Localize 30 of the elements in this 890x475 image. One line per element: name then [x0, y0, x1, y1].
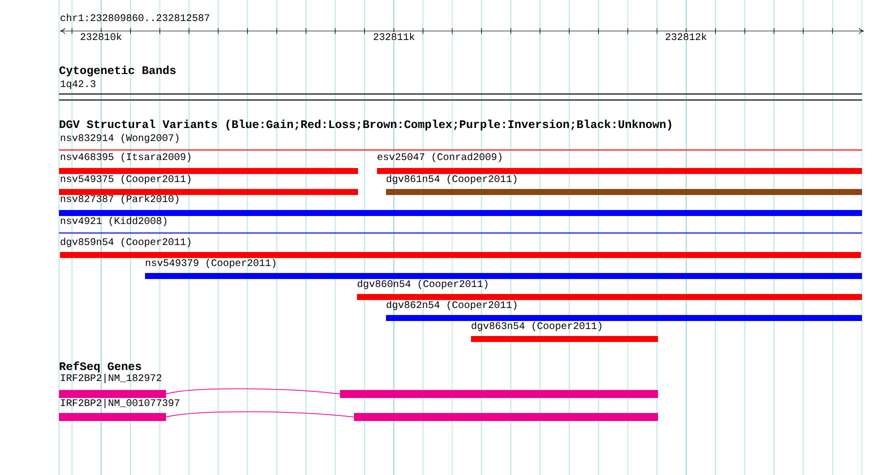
variant-line: nsv4921 (Kidd2008) — [58, 216, 862, 234]
variant-bar: dgv859n54 (Cooper2011) — [60, 238, 861, 258]
node-label: IRF2BP2|NM_001077397 — [60, 398, 180, 408]
node-label: dgv862n54 (Cooper2011) — [386, 300, 516, 310]
variant-bar: dgv861n54 (Cooper2011) — [386, 174, 862, 195]
track-heading: RefSeq Genes — [60, 362, 142, 372]
variant-bar: dgv860n54 (Cooper2011) — [357, 280, 862, 300]
coordinate-text: chr1:232809860..232812587 — [60, 14, 210, 22]
node-label: nsv827387 (Park2010) — [60, 194, 178, 204]
node-label: nsv549379 (Cooper2011) — [146, 258, 276, 268]
variant-bar: nsv468395 (Itsara2009) — [59, 152, 358, 174]
variant-bar: nsv827387 (Park2010) — [59, 194, 862, 216]
node-label: nsv468395 (Itsara2009) — [60, 152, 190, 162]
node-label: dgv859n54 (Cooper2011) — [60, 238, 190, 248]
variant-bar: dgv863n54 (Cooper2011) — [471, 322, 658, 342]
node-label: IRF2BP2|NM_182972 — [60, 374, 162, 384]
variant-bar: nsv549375 (Cooper2011) — [59, 174, 358, 195]
variant-line: nsv832914 (Wong2007) — [58, 134, 862, 150]
cytoband-track: 1q42.3 — [58, 80, 862, 100]
variant-bar: esv25047 (Conrad2009) — [377, 152, 862, 174]
variant-bar: dgv862n54 (Cooper2011) — [386, 300, 862, 321]
track-heading: DGV Structural Variants (Blue:Gain;Red:Loss;Brown:Complex;Purple:Inversion;Black:Unknown) — [60, 120, 672, 130]
node-label: dgv863n54 (Cooper2011) — [472, 322, 602, 332]
gene-model: IRF2BP2|NM_182972 — [59, 374, 658, 398]
node-label: esv25047 (Conrad2009) — [378, 152, 502, 162]
node-label: nsv549375 (Cooper2011) — [60, 174, 190, 184]
node-label: dgv860n54 (Cooper2011) — [358, 280, 488, 290]
gene-model: IRF2BP2|NM_001077397 — [59, 398, 658, 421]
node-label: dgv861n54 (Cooper2011) — [386, 174, 516, 184]
variant-bar: nsv549379 (Cooper2011) — [145, 258, 862, 279]
